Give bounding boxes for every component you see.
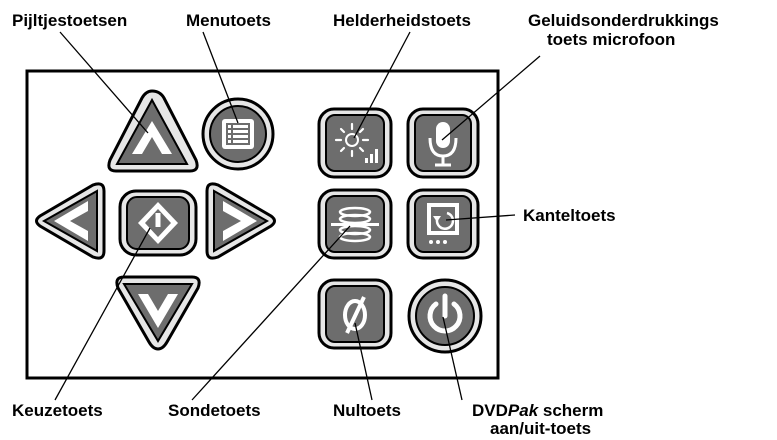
- rotate-screen-icon: [427, 203, 459, 244]
- leader-probe: [191, 225, 351, 401]
- label-tilt-key: Kanteltoets: [523, 206, 616, 225]
- menu-button[interactable]: [201, 97, 275, 171]
- brightness-button[interactable]: [317, 107, 393, 179]
- left-arrow-button[interactable]: [35, 182, 106, 260]
- label-brightness-key: Helderheidstoets: [333, 11, 471, 30]
- leader-tilt: [445, 214, 516, 221]
- power-button[interactable]: [407, 278, 483, 354]
- arrow-right-icon: [223, 201, 257, 241]
- label-arrow-keys: Pijltjestoetsen: [12, 11, 127, 30]
- zero-button[interactable]: [317, 278, 393, 350]
- label-power-key-line2: aan/uit-toets: [490, 419, 591, 435]
- label-mute-key-line1: Geluidsonderdrukkings: [528, 11, 719, 30]
- leader-power: [442, 316, 463, 401]
- arrow-left-icon: [54, 201, 88, 241]
- probe-button[interactable]: [317, 188, 393, 260]
- mic-mute-button[interactable]: [406, 107, 480, 179]
- leader-arrow-keys: [59, 31, 149, 134]
- label-menu-key: Menutoets: [186, 11, 271, 30]
- select-button[interactable]: [118, 189, 198, 257]
- label-power-key-line1: DVDPak scherm: [472, 401, 603, 420]
- down-arrow-button[interactable]: [115, 275, 201, 351]
- label-zero-key: Nultoets: [333, 401, 401, 420]
- arrow-up-icon: [132, 121, 172, 154]
- microphone-icon: [428, 122, 458, 167]
- leader-menu: [202, 31, 239, 124]
- right-arrow-button[interactable]: [205, 182, 276, 260]
- leader-mic: [441, 55, 541, 141]
- probe-coil-icon: [331, 206, 379, 243]
- sun-brightness-icon: [334, 122, 378, 163]
- leader-zero: [354, 322, 373, 401]
- label-mute-key-line2: toets microfoon: [547, 30, 675, 49]
- label-probe-key: Sondetoets: [168, 401, 261, 420]
- leader-select: [54, 227, 151, 401]
- label-select-key: Keuzetoets: [12, 401, 103, 420]
- select-diamond-icon: [138, 202, 178, 244]
- leader-lines: [54, 31, 541, 401]
- menu-list-icon: [222, 119, 254, 149]
- tilt-button[interactable]: [406, 188, 480, 260]
- power-icon: [427, 293, 463, 334]
- leader-brightness: [353, 31, 411, 139]
- zero-slash-icon: [343, 296, 367, 334]
- up-arrow-button[interactable]: [107, 89, 199, 173]
- arrow-down-icon: [138, 294, 178, 328]
